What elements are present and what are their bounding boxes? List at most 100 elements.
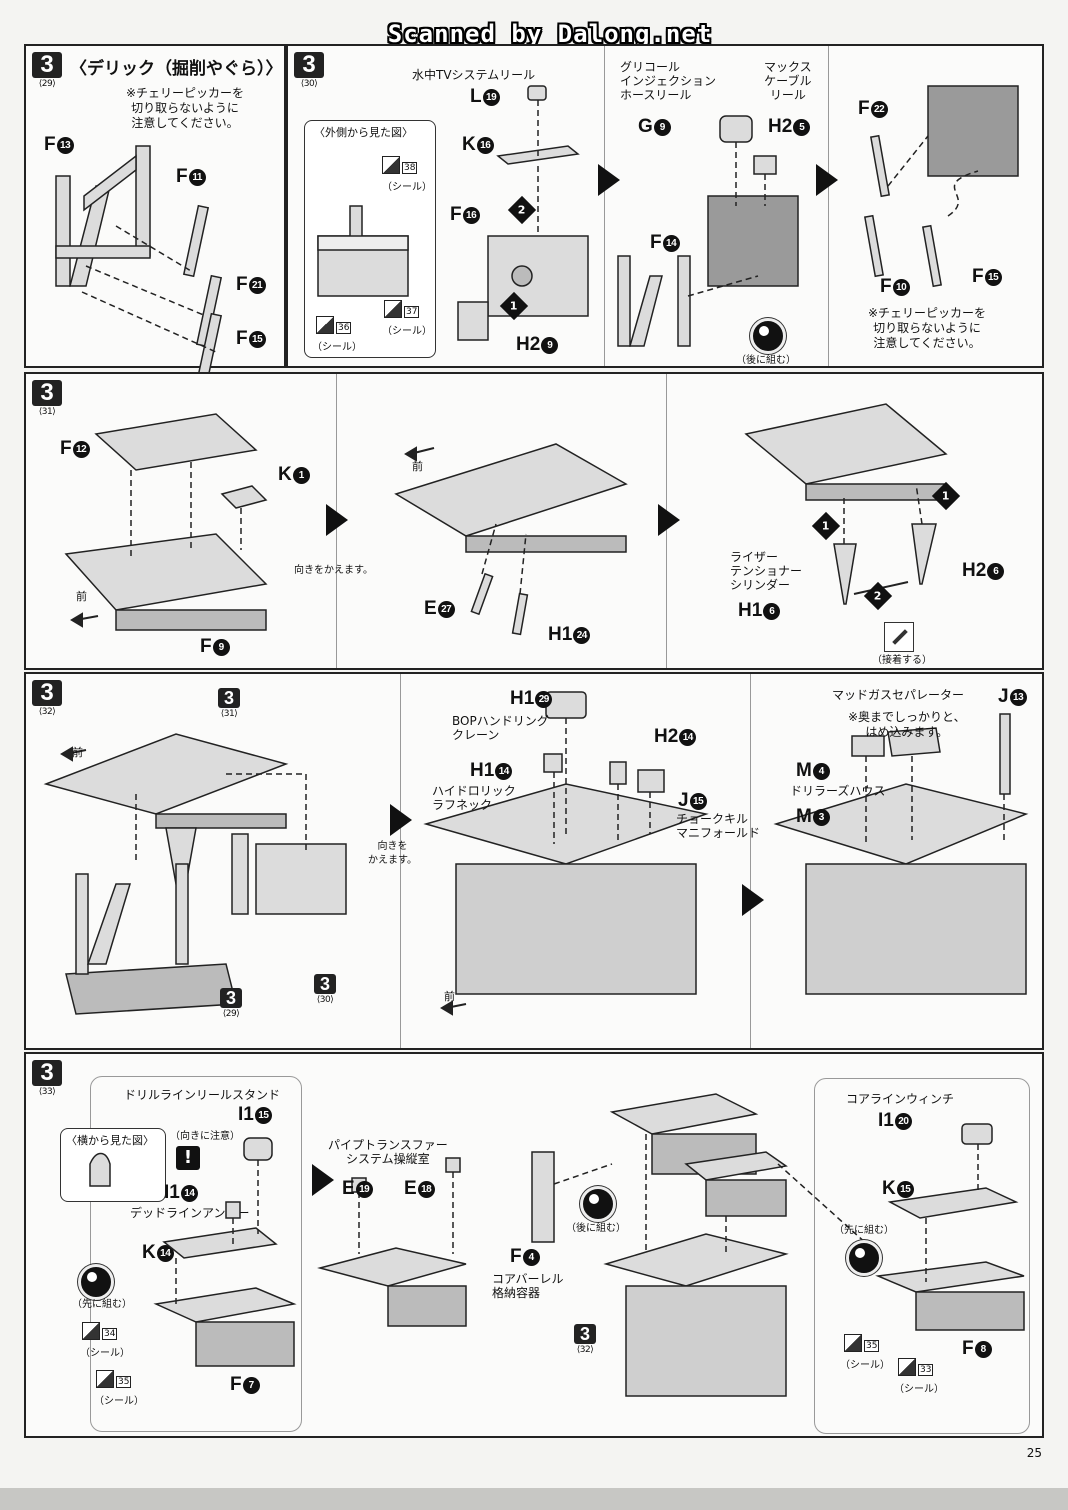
step-title: 〈デリック（掘削やぐら）〉 (70, 59, 283, 79)
bop-label: BOPハンドリング クレーン (452, 714, 549, 742)
caution-note: ※チェリーピッカーを 切り取らないように 注意してください。 (868, 306, 987, 350)
sticker-35: 35 (96, 1370, 132, 1388)
assemble-later-icon (750, 318, 786, 354)
turn-label: 向きを かえます。 (368, 841, 417, 866)
sticker-label: （シール） (840, 1360, 890, 1371)
assemble-first-label: （先に組む） (834, 1225, 894, 1236)
derrick-illustration (55, 145, 223, 386)
assemble-later-label: （後に組む） (736, 355, 796, 366)
assemble-later-label: （後に組む） (566, 1223, 626, 1234)
step33-illustration (89, 1093, 1025, 1397)
sticker-35: 35 (844, 1334, 880, 1352)
glue-label: （接着する） (872, 655, 932, 666)
drill-reel-label: ドリルラインリールスタンド (124, 1088, 281, 1102)
pipe-label: パイプトランスファー システム操縦室 (328, 1138, 448, 1166)
sticker-38: 38 (382, 156, 418, 174)
max-cable-label: マックス ケーブル リール (764, 60, 812, 102)
sticker-label: （シール） (312, 342, 362, 353)
drillers-label: ドリラーズハウス (790, 784, 886, 798)
step-31-panel: 3 ⟨31⟩ (24, 372, 1044, 670)
step-32-panel: 3 ⟨32⟩ (24, 672, 1044, 1050)
scanner-watermark: Scanned by Dalong.net (387, 20, 713, 48)
turn-label: 向きをかえます。 (294, 565, 373, 576)
footer-bar (0, 1488, 1068, 1510)
hydraulic-label: ハイドロリック ラフネック (432, 784, 516, 812)
ref-step-32: 3 ⟨32⟩ (568, 1324, 602, 1355)
sticker-33: 33 (898, 1358, 934, 1376)
assemble-later-icon (580, 1186, 616, 1222)
step-badge: 3 ⟨29⟩ (30, 52, 64, 89)
front-label: 前 (412, 460, 423, 473)
dead-anchor-label: デッドラインアンカー (130, 1206, 250, 1220)
core-winch-label: コアラインウィンチ (846, 1092, 955, 1106)
sticker-36: 36 (316, 316, 352, 334)
step-30-panel: 3 ⟨30⟩ 〈外側から見た図〉 38 （シール） (286, 44, 1044, 368)
side-view-box (60, 1128, 166, 1202)
step-29-panel: 3 ⟨29⟩ 〈デリック（掘削やぐら）〉 ※チェリーピッカーを 切り取らないよう… (24, 44, 286, 386)
mud-note: ※奥までしっかりと、 はめ込みます。 (848, 710, 966, 739)
front-label: 前 (76, 590, 87, 603)
step-badge: 3 ⟨30⟩ (292, 52, 326, 89)
sticker-37: 37 (384, 300, 420, 318)
caution-label: （向きに注意） (170, 1131, 240, 1142)
caution-icon: ! (176, 1146, 200, 1170)
ref-step-30: 3 ⟨30⟩ (308, 974, 342, 1005)
caution-note: ※チェリーピッカーを 切り取らないように 注意してください。 (126, 86, 245, 130)
step-badge: 3 ⟨32⟩ (30, 680, 64, 717)
step32-illustration (43, 691, 1029, 1016)
tv-reel-label: 水中TVシステムリール (412, 68, 536, 82)
mud-label: マッドガスセパレーター (832, 688, 965, 702)
front-label: 前 (72, 746, 83, 759)
glycol-label: グリコール インジェクション ホースリール (620, 60, 717, 102)
sticker-label: （シール） (382, 326, 432, 337)
outside-view-label: 〈外側から見た図〉 (314, 126, 413, 139)
riser-label: ライザー テンショナー シリンダー (730, 550, 803, 592)
step-33-panel: 3 ⟨33⟩ 〈横から見た図〉 （向きに注意） ! ドリルラインリールスタンド … (24, 1052, 1044, 1438)
choke-label: チョークキル マニフォールド (676, 812, 761, 840)
step-badge: 3 ⟨33⟩ (30, 1060, 64, 1097)
outside-view-illustration (317, 85, 1019, 347)
front-label: 前 (444, 990, 455, 1003)
sticker-label: （シール） (894, 1384, 944, 1395)
step31-illustration (64, 403, 948, 636)
core-barrel-label: コアバーレル 格納容器 (492, 1272, 564, 1300)
glue-icon (884, 622, 914, 652)
ref-step-29: 3 ⟨29⟩ (214, 988, 248, 1019)
sticker-label: （シール） (94, 1396, 144, 1407)
